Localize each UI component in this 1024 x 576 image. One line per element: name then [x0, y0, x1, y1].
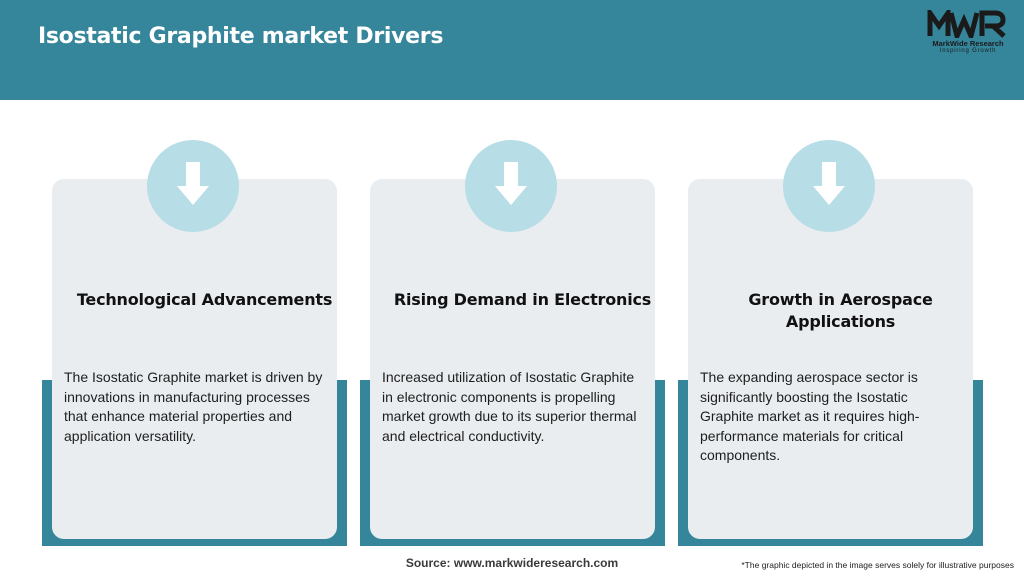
arrow-down-icon — [783, 140, 875, 232]
page-title: Isostatic Graphite market Drivers — [38, 24, 444, 49]
arrow-down-icon — [147, 140, 239, 232]
driver-card-2: Rising Demand in Electronics Increased u… — [360, 140, 665, 550]
card-body: Growth in Aerospace Applications The exp… — [688, 179, 973, 539]
source-credit: Source: www.markwideresearch.com — [405, 556, 619, 570]
card-title: Technological Advancements — [76, 290, 333, 309]
header-banner: Isostatic Graphite market Drivers MarkWi… — [0, 0, 1024, 100]
card-description: The expanding aerospace sector is signif… — [700, 369, 920, 463]
card-description: The Isostatic Graphite market is driven … — [64, 369, 323, 444]
arrow-down-icon — [465, 140, 557, 232]
logo-tagline: Inspiring Growth — [939, 48, 997, 54]
card-body: Rising Demand in Electronics Increased u… — [370, 179, 655, 539]
card-title: Rising Demand in Electronics — [393, 290, 652, 309]
card-description: Increased utilization of Isostatic Graph… — [382, 369, 637, 444]
brand-logo: MarkWide Research Inspiring Growth — [920, 10, 1016, 58]
disclaimer-note: *The graphic depicted in the image serve… — [741, 560, 1014, 570]
driver-card-3: Growth in Aerospace Applications The exp… — [678, 140, 983, 550]
driver-card-1: Technological Advancements The Isostatic… — [42, 140, 347, 550]
card-body: Technological Advancements The Isostatic… — [52, 179, 337, 539]
mwr-logo-icon — [927, 10, 1006, 38]
logo-name: MarkWide Research — [932, 39, 1004, 48]
card-title: Growth in Aerospace Applications — [748, 290, 933, 331]
